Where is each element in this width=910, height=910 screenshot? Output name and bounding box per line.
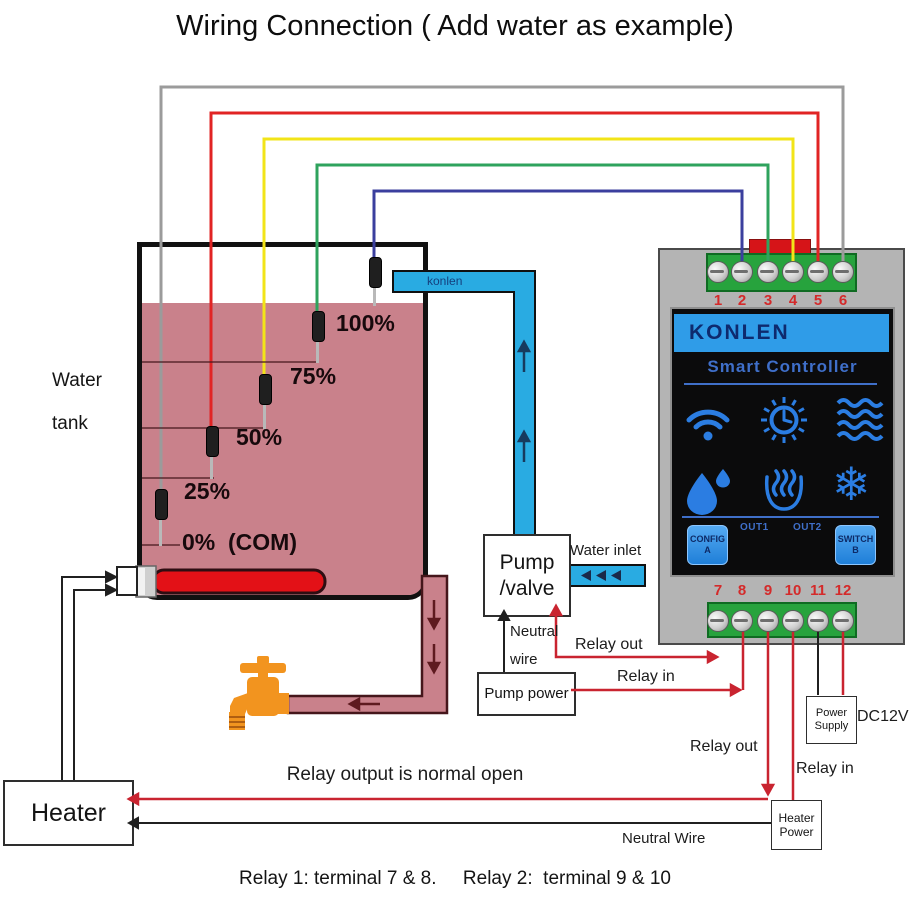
heater-power-label2: Power <box>779 825 814 839</box>
terminal-screw-7 <box>707 610 729 632</box>
sensor-100 <box>369 257 382 306</box>
water-inlet-pipe <box>566 564 646 587</box>
sensor-50 <box>259 374 272 429</box>
switch-b-button: SWITCH B <box>835 525 876 565</box>
terminal-screw-4 <box>782 261 804 283</box>
pump-valve-box: Pump /valve <box>483 534 571 617</box>
level-label-50: 50% <box>236 424 283 450</box>
sensor-75 <box>312 311 325 363</box>
terminal-screw-12 <box>832 610 854 632</box>
terminal-number-9: 9 <box>763 582 773 599</box>
terminal-screw-11 <box>807 610 829 632</box>
brand-bar: KONLEN <box>674 314 889 352</box>
controller-screen: KONLEN Smart Controller <box>670 307 895 577</box>
terminal-screw-8 <box>731 610 753 632</box>
terminal-screw-10 <box>782 610 804 632</box>
sensor-0 <box>155 489 168 546</box>
neutral-label-2: wire <box>510 651 538 668</box>
faucet-icon <box>229 656 289 730</box>
heating-icon <box>759 465 809 520</box>
timer-dial-icon <box>759 395 809 450</box>
pump-power-label: Pump power <box>484 685 569 702</box>
terminal-number-3: 3 <box>763 292 773 309</box>
level-label-100: 100% <box>336 310 395 336</box>
page-title: Wiring Connection ( Add water as example… <box>176 10 734 42</box>
heater-box: Heater <box>3 780 134 846</box>
inlet-flow-arrows <box>581 570 621 581</box>
terminal-number-12: 12 <box>834 582 852 599</box>
terminal-screw-9 <box>757 610 779 632</box>
terminal-number-2: 2 <box>737 292 747 309</box>
power-supply-label2: Supply <box>814 720 849 732</box>
power-supply-box: Power Supply <box>806 696 857 744</box>
button-divider <box>682 516 879 518</box>
brand-label: KONLEN <box>689 321 790 344</box>
neutral-wire-label: Neutral Wire <box>622 830 706 847</box>
relay-out-heater-label: Relay out <box>690 738 758 755</box>
terminal-number-1: 1 <box>713 292 723 309</box>
terminal-screw-3 <box>757 261 779 283</box>
tank-label-line2: tank <box>52 413 88 434</box>
power-supply-label1: Power <box>815 706 848 719</box>
heater-wire-1 <box>61 576 108 780</box>
terminal-number-11: 11 <box>810 582 826 599</box>
out2-label: OUT2 <box>793 522 822 533</box>
terminal-screw-6 <box>832 261 854 283</box>
water-inlet-label: Water inlet <box>570 542 642 559</box>
relay-in-heater-label: Relay in <box>796 760 854 777</box>
terminal-number-5: 5 <box>813 292 823 309</box>
terminal-screw-5 <box>807 261 829 283</box>
pipe-watermark: konlen <box>427 274 463 288</box>
terminal-number-6: 6 <box>838 292 848 309</box>
heater-wire-2 <box>73 589 108 780</box>
water-drop-icon <box>683 465 733 520</box>
wifi-icon <box>683 395 733 450</box>
level-label-0: 0% (COM) <box>182 529 297 555</box>
tank-label-line1: Water <box>52 370 102 391</box>
switch-b-label1: SWITCH <box>837 534 874 545</box>
level-label-75: 75% <box>290 363 337 389</box>
valve-label: /valve <box>499 576 555 600</box>
sensor-25 <box>206 426 219 479</box>
caption: Relay 1: terminal 7 & 8. Relay 2: termin… <box>239 868 671 889</box>
config-a-label1: CONFIG <box>690 534 725 545</box>
terminal-number-4: 4 <box>788 292 798 309</box>
heater-power-box: Heater Power <box>771 800 822 850</box>
screen-title: Smart Controller <box>707 357 858 376</box>
drain-flow-arrows <box>347 600 442 712</box>
water-waves-icon <box>835 397 885 448</box>
out1-label: OUT1 <box>740 522 769 533</box>
level-label-25: 25% <box>184 478 231 504</box>
switch-b-label2: B <box>852 545 859 555</box>
pump-label: Pump <box>499 551 555 575</box>
relay-out-pump-label: Relay out <box>575 636 643 653</box>
heater-label: Heater <box>30 799 107 827</box>
relay-in-pump-label: Relay in <box>617 668 675 685</box>
terminal-screw-1 <box>707 261 729 283</box>
terminal-screw-2 <box>731 261 753 283</box>
snowflake-icon: ❄ <box>832 457 871 511</box>
heater-power-label1: Heater <box>778 810 815 825</box>
config-a-button: CONFIG A <box>687 525 728 565</box>
terminal-number-7: 7 <box>713 582 723 599</box>
screen-title-underline <box>684 383 877 385</box>
neutral-label-1: Neutral <box>510 623 559 640</box>
terminal-number-10: 10 <box>784 582 802 599</box>
pipe-flow-arrows <box>516 339 532 462</box>
relay-note-label: Relay output is normal open <box>286 764 524 785</box>
pump-power-box: Pump power <box>477 672 576 716</box>
terminal-number-8: 8 <box>737 582 747 599</box>
config-a-label2: A <box>704 545 711 555</box>
dc12v-label: DC12V <box>857 708 909 725</box>
